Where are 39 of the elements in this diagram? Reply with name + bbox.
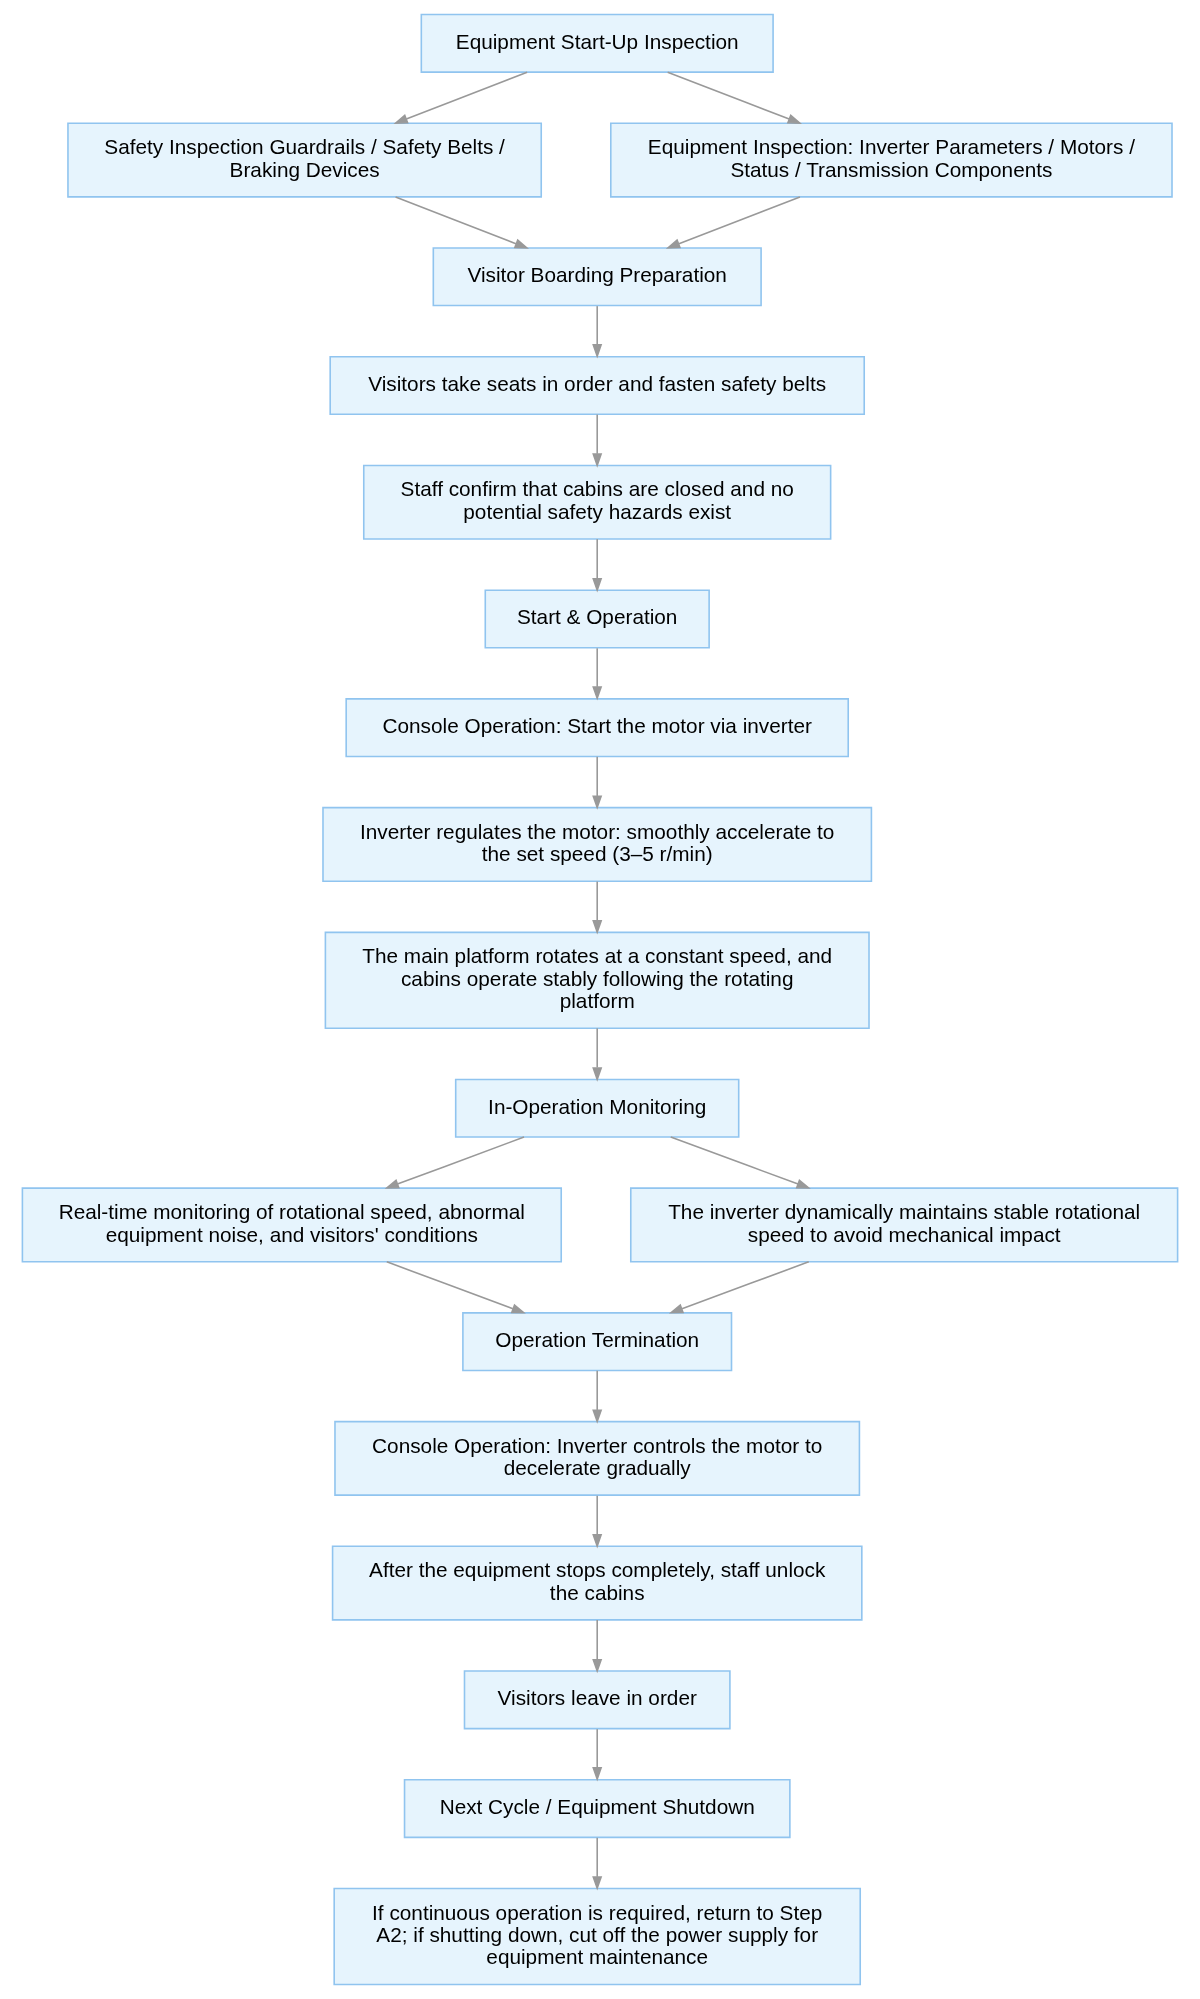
node-box: The main platform rotates at a constant speed, and cabins operate stably following the rotating platform bbox=[324, 931, 870, 1030]
node-box: Equipment Inspection: Inverter Parameters / Motors / Status / Transmission Components bbox=[610, 122, 1173, 198]
arrow bbox=[592, 538, 603, 593]
arrow bbox=[384, 1136, 525, 1189]
arrow bbox=[592, 755, 603, 810]
arrow bbox=[592, 1619, 603, 1674]
node-box: Inverter regulates the motor: smoothly accelerate to the set speed (3–5 r/min) bbox=[322, 806, 873, 882]
node-box: Staff confirm that cabins are closed and no potential safety hazards exist bbox=[362, 464, 832, 540]
arrow bbox=[592, 1027, 603, 1082]
node-box: Visitor Boarding Preparation bbox=[432, 247, 762, 307]
arrow bbox=[592, 647, 603, 701]
arrow bbox=[666, 71, 803, 124]
node-box: After the equipment stops completely, staff unlock the cabins bbox=[331, 1545, 863, 1621]
node-box: Console Operation: Inverter controls the motor to decelerate gradually bbox=[334, 1420, 861, 1496]
node-box: Equipment Start-Up Inspection bbox=[420, 13, 774, 73]
arrow bbox=[393, 71, 528, 124]
arrow bbox=[592, 1495, 603, 1549]
arrow bbox=[592, 1837, 603, 1891]
node-box: Visitors take seats in order and fasten safety belts bbox=[329, 355, 865, 416]
node-box: Operation Termination bbox=[462, 1312, 733, 1372]
arrow bbox=[592, 413, 603, 468]
arrow bbox=[592, 305, 603, 359]
arrow bbox=[394, 196, 529, 249]
arrow bbox=[592, 1369, 603, 1424]
node-box: Console Operation: Start the motor via inverter bbox=[345, 698, 850, 758]
node-box: Visitors leave in order bbox=[463, 1670, 731, 1730]
node-box: Start & Operation bbox=[484, 589, 710, 649]
node-box: The inverter dynamically maintains stable rotational speed to avoid mechanical impact bbox=[630, 1187, 1179, 1263]
arrow bbox=[668, 1261, 810, 1314]
arrow bbox=[665, 196, 801, 249]
node-box: If continuous operation is required, return to Step A2; if shutting down, cut off the power supply for equipment maintenance bbox=[333, 1887, 861, 1986]
arrow bbox=[592, 1728, 603, 1782]
node-box: In-Operation Monitoring bbox=[454, 1078, 740, 1138]
node-box: Next Cycle / Equipment Shutdown bbox=[403, 1778, 791, 1839]
arrow bbox=[385, 1261, 526, 1314]
arrow bbox=[592, 880, 603, 935]
arrow bbox=[669, 1136, 811, 1189]
node-box: Real-time monitoring of rotational speed, abnormal equipment noise, and visitors' conditions bbox=[21, 1187, 563, 1263]
node-box: Safety Inspection Guardrails / Safety Belts / Braking Devices bbox=[67, 122, 543, 198]
